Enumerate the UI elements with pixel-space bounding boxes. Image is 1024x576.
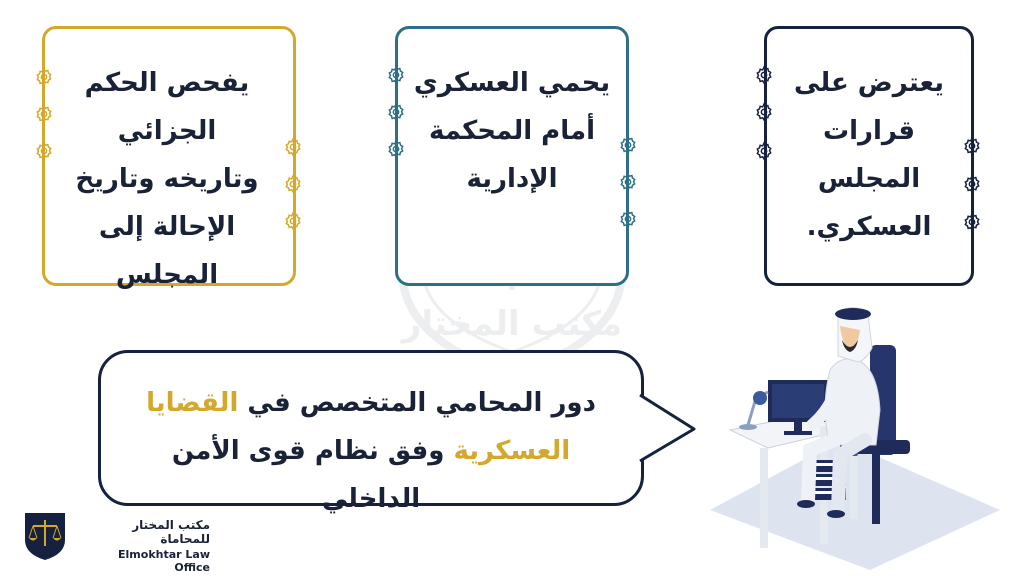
logo-english-name: Elmokhtar Law Office	[118, 548, 210, 574]
gear-icon	[754, 141, 774, 161]
gear-icon	[386, 102, 406, 122]
scales-of-justice-icon	[25, 513, 65, 560]
gear-icon	[962, 212, 982, 232]
gear-icon	[962, 136, 982, 156]
logo-text: مكتب المختار للمحاماة Elmokhtar Law Offi…	[80, 518, 210, 574]
gear-icon	[283, 174, 303, 194]
lawyer-at-desk-illustration	[710, 307, 1000, 570]
gear-icon	[618, 172, 638, 192]
bubble-highlight-1: القضايا	[146, 388, 239, 418]
gear-icon	[283, 137, 303, 157]
card-administrative-court-text: يحمي العسكري أمام المحكمة الإدارية	[413, 68, 611, 194]
speech-bubble-tail	[638, 393, 696, 463]
card-military-council-text: يعترض على قرارات المجلس العسكري.	[794, 68, 944, 242]
gear-icon	[34, 141, 54, 161]
bubble-highlight-2: العسكرية	[453, 436, 571, 466]
card-criminal-judgment: يفحص الحكم الجزائي وتاريخه وتاريخ الإحال…	[42, 26, 296, 290]
gear-icon	[618, 135, 638, 155]
gear-icon	[34, 104, 54, 124]
card-criminal-judgment-text: يفحص الحكم الجزائي وتاريخه وتاريخ الإحال…	[75, 68, 259, 290]
gear-icon	[754, 65, 774, 85]
gear-icon	[386, 65, 406, 85]
gear-icon	[386, 139, 406, 159]
gear-icon	[962, 174, 982, 194]
card-military-council: يعترض على قرارات المجلس العسكري.	[764, 26, 974, 286]
logo-arabic-name: مكتب المختار للمحاماة	[132, 518, 210, 546]
gear-icon	[34, 67, 54, 87]
bubble-text-part1: دور المحامي المتخصص في	[238, 388, 596, 418]
gear-icon	[754, 102, 774, 122]
card-administrative-court: يحمي العسكري أمام المحكمة الإدارية	[395, 26, 629, 286]
bubble-text: دور المحامي المتخصص في القضايا العسكرية و…	[121, 379, 621, 523]
watermark-text: مكتب المختار	[400, 304, 622, 344]
bubble-text-part2: وفق نظام قوى الأمن الداخلي	[171, 436, 454, 514]
gear-icon	[283, 211, 303, 231]
gear-icon	[618, 209, 638, 229]
speech-bubble: دور المحامي المتخصص في القضايا العسكرية و…	[98, 350, 644, 514]
